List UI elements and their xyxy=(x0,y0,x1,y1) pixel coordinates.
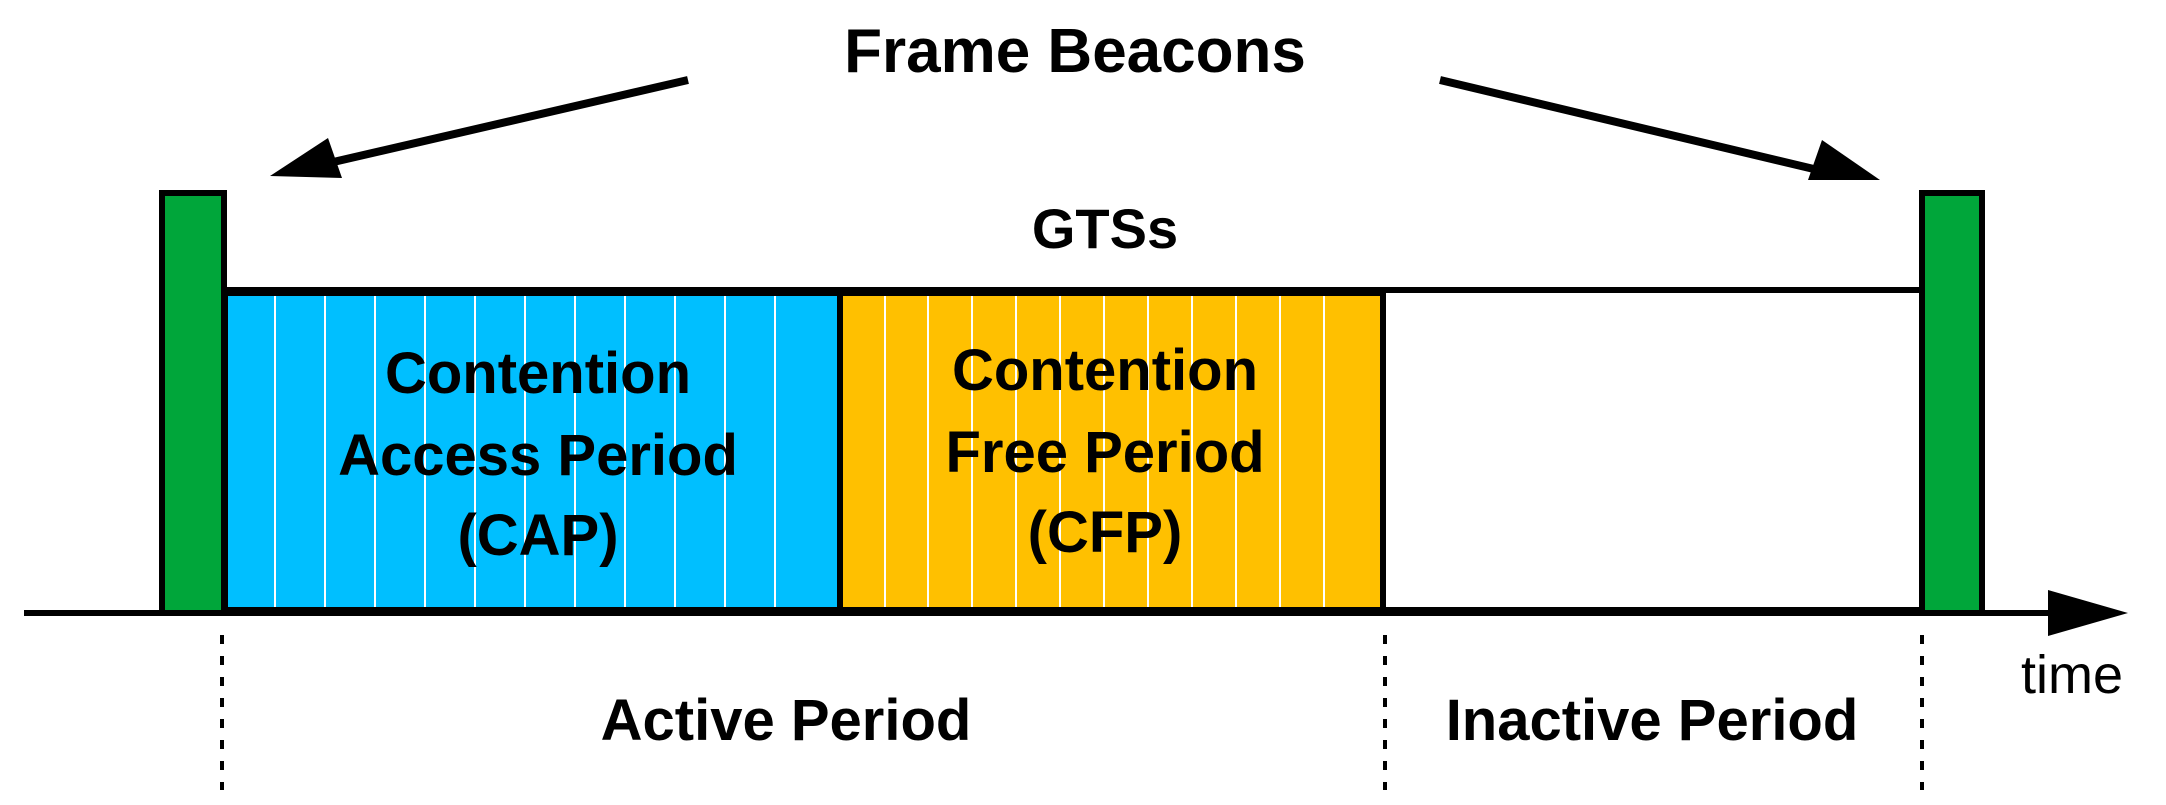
beacon-arrow-right xyxy=(1439,76,1819,174)
cap-label-line3: (CAP) xyxy=(457,503,618,568)
cap-label-line1: Contention xyxy=(385,341,691,406)
time-axis-label: time xyxy=(2021,645,2123,705)
gts-label: GTSs xyxy=(1032,197,1178,260)
active-period-label: Active Period xyxy=(601,688,972,753)
cap-label-line2: Access Period xyxy=(338,423,738,488)
cfp-label-line1: Contention xyxy=(952,338,1258,403)
title-arrows xyxy=(270,76,1880,180)
cfp-label-line3: (CFP) xyxy=(1028,500,1183,565)
beacon-arrow-left xyxy=(289,76,689,176)
period-markers xyxy=(220,635,1924,790)
cfp-label-line2: Free Period xyxy=(945,420,1264,485)
cfp-region xyxy=(837,290,1386,613)
inactive-period-label: Inactive Period xyxy=(1446,688,1859,753)
beacon-right xyxy=(1919,190,1985,616)
beacon-arrowhead-left xyxy=(270,138,342,178)
beacon-left xyxy=(159,190,227,616)
slot-lines xyxy=(274,296,1325,607)
beacon-arrowhead-right xyxy=(1808,140,1880,180)
cap-region xyxy=(222,290,843,613)
frame-beacons-title: Frame Beacons xyxy=(844,17,1306,86)
time-axis-arrowhead xyxy=(2048,590,2128,636)
